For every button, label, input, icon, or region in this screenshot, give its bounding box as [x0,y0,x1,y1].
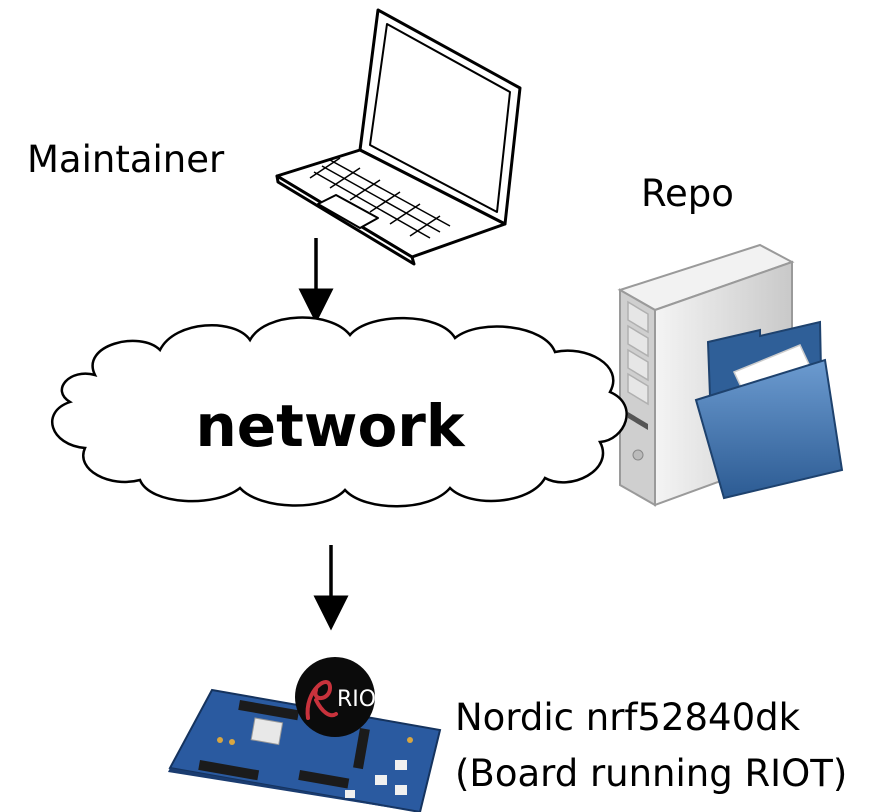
riot-logo-icon: RIOT [295,657,390,737]
folder-icon [694,320,844,500]
board-name-label: Nordic nrf52840dk [455,696,801,739]
riot-logo-text: RIOT [337,687,390,712]
maintainer-label: Maintainer [27,138,225,181]
repo-label: Repo [641,172,734,215]
cloud-icon [51,316,628,508]
network-label: network [195,392,465,460]
laptop-icon [275,8,522,266]
board-description-label: (Board running RIOT) [455,752,848,795]
